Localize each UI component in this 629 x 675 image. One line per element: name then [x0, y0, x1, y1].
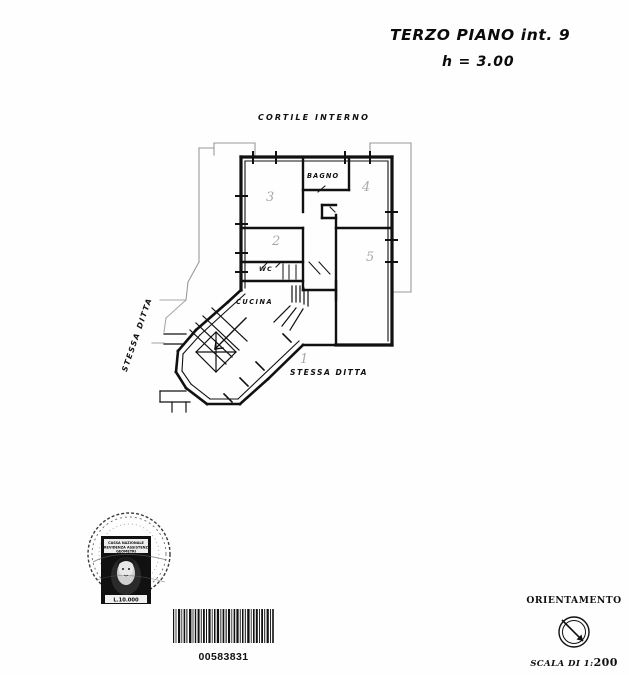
svg-text:L.10.000: L.10.000 — [113, 597, 139, 603]
svg-text:PREVIDENZA ASSISTENZA: PREVIDENZA ASSISTENZA — [101, 546, 151, 550]
barcode-graphic — [171, 607, 276, 645]
svg-text:GEOMETRI: GEOMETRI — [116, 550, 136, 554]
window-opening — [235, 151, 398, 273]
stair-wing-inner-line — [181, 293, 300, 400]
label-cucina: CUCINA — [236, 298, 274, 306]
north-arrow-icon — [554, 612, 594, 652]
header-block: TERZO PIANO int. 9 h = 3.00 — [390, 26, 600, 70]
bollo-body: CASSA NAZIONALE PREVIDENZA ASSISTENZA GE… — [101, 536, 151, 604]
room-number-4: 4 — [362, 180, 371, 195]
scale-note: SCALA DI 1:200 — [522, 656, 626, 669]
kitchen-fixtures — [273, 285, 309, 331]
barcode-number: 00583831 — [198, 651, 249, 663]
room-number-1: 1 — [300, 352, 309, 367]
landing-line — [159, 333, 191, 413]
neighbour-boundary-left — [151, 299, 187, 344]
scale-label: SCALA DI 1: — [530, 659, 594, 669]
stair-direction-arrow — [214, 317, 247, 350]
balcony-outline — [185, 142, 412, 301]
room-number-5: 5 — [366, 250, 375, 265]
orientation-block: ORIENTAMENTO SCALA DI 1:200 — [522, 595, 626, 669]
page-title: TERZO PIANO int. 9 — [390, 26, 571, 44]
label-wc: WC — [259, 266, 273, 273]
diagonal-opening-tick — [222, 332, 293, 404]
label-stessa-ditta-right: STESSA DITTA — [290, 368, 368, 377]
ceiling-height-note: h = 3.00 — [442, 54, 515, 70]
stair-wing-wall — [174, 288, 338, 406]
interior-wall — [239, 155, 394, 347]
staircase — [189, 307, 248, 373]
cancellation-ring — [87, 512, 171, 596]
revenue-stamp: CASSA NAZIONALE PREVIDENZA ASSISTENZA GE… — [79, 504, 183, 608]
scale-value: 200 — [593, 656, 618, 669]
door-swing — [261, 185, 336, 280]
stamp-graphic: CASSA NAZIONALE PREVIDENZA ASSISTENZA GE… — [87, 512, 171, 604]
label-cortile-interno: CORTILE INTERNO — [258, 113, 371, 122]
label-bagno: BAGNO — [307, 172, 340, 180]
barcode-block: 00583831 — [171, 607, 276, 663]
room-number-2: 2 — [272, 234, 281, 249]
orientation-title: ORIENTAMENTO — [526, 595, 622, 606]
svg-text:CASSA NAZIONALE: CASSA NAZIONALE — [108, 541, 144, 545]
room-number-3: 3 — [266, 190, 275, 205]
